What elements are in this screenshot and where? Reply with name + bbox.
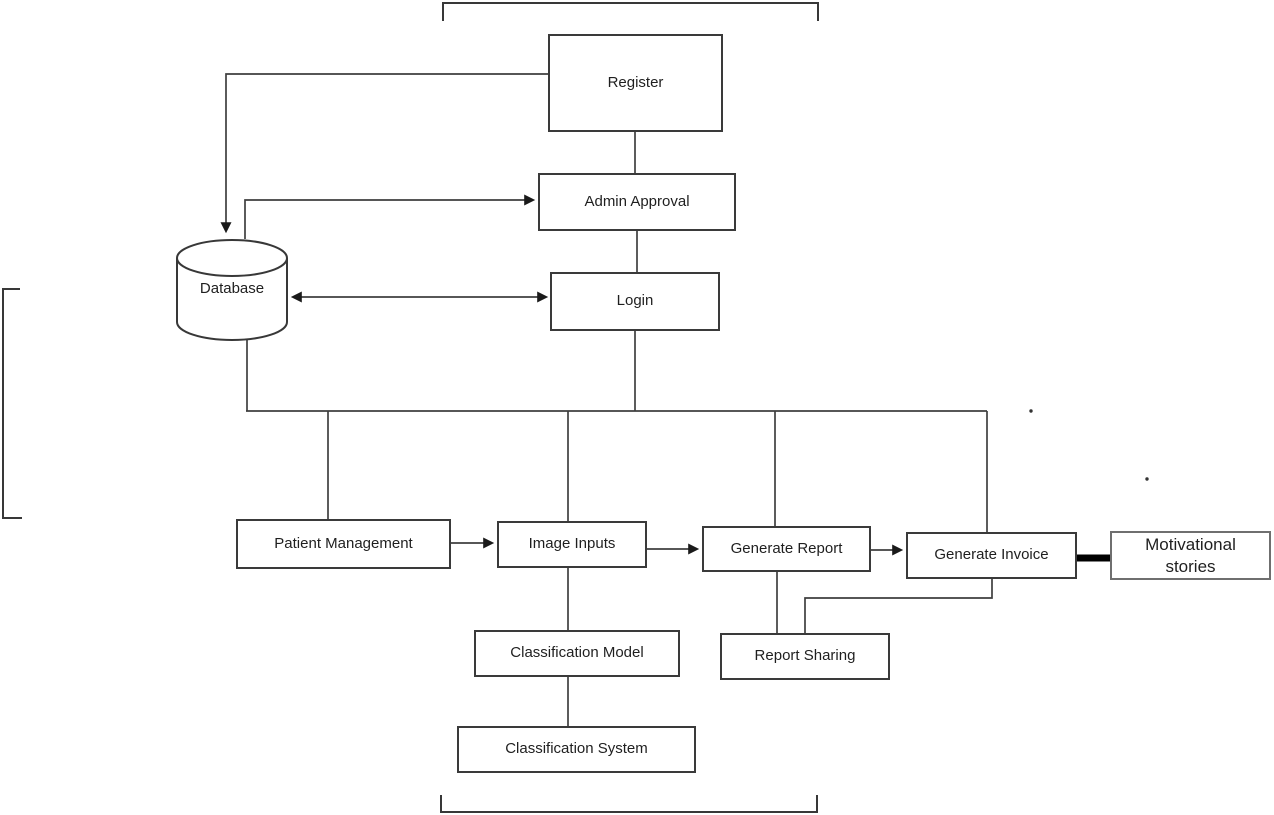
node-generate-report: Generate Report: [702, 526, 871, 572]
left-bracket: [2, 288, 22, 519]
connector-register-to-database: [220, 73, 548, 234]
node-classification-model-label: Classification Model: [510, 644, 644, 662]
connector-database-to-admin-approval: [244, 194, 536, 239]
node-login: Login: [550, 272, 720, 331]
stray-dot-2: [1145, 477, 1149, 481]
node-generate-invoice: Generate Invoice: [906, 532, 1077, 579]
node-classification-system-label: Classification System: [505, 740, 648, 758]
node-register: Register: [548, 34, 723, 132]
node-generate-invoice-label: Generate Invoice: [934, 546, 1049, 564]
node-motivational-stories: Motivational stories: [1110, 531, 1271, 580]
node-classification-system: Classification System: [457, 726, 696, 773]
node-image-inputs: Image Inputs: [497, 521, 647, 568]
node-register-label: Register: [607, 73, 664, 91]
node-classification-model: Classification Model: [474, 630, 680, 677]
node-patient-management-label: Patient Management: [274, 534, 413, 552]
node-admin-approval-label: Admin Approval: [584, 192, 690, 210]
database-cylinder-icon: [176, 239, 288, 341]
stray-dot-1: [1029, 409, 1033, 413]
node-patient-management: Patient Management: [236, 519, 451, 569]
bottom-bracket: [440, 795, 818, 813]
node-motivational-stories-label: Motivational stories: [1145, 535, 1236, 576]
node-report-sharing: Report Sharing: [720, 633, 890, 680]
node-admin-approval: Admin Approval: [538, 173, 736, 231]
top-bracket: [442, 2, 819, 21]
node-database-label: Database: [199, 280, 265, 297]
connector-generate-invoice-to-report-sharing: [804, 579, 993, 633]
node-login-label: Login: [616, 292, 654, 310]
node-report-sharing-label: Report Sharing: [754, 647, 856, 665]
node-image-inputs-label: Image Inputs: [528, 535, 616, 553]
node-generate-report-label: Generate Report: [730, 539, 843, 557]
